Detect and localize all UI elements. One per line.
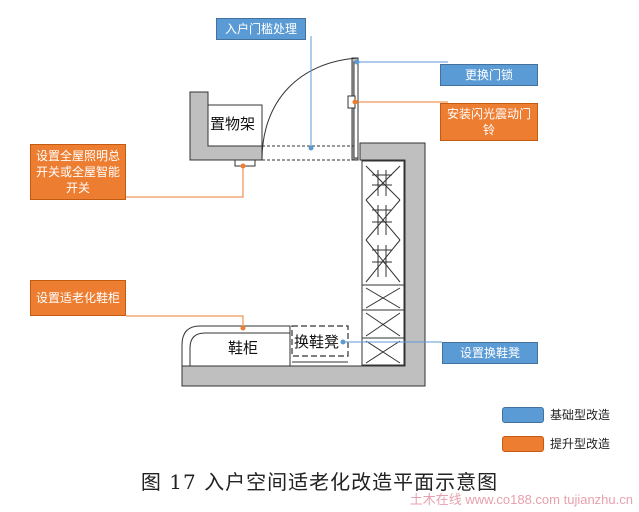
legend-label-basic: 基础型改造 <box>550 408 611 422</box>
storage-label: 置物架 <box>210 115 256 133</box>
door-swing <box>261 57 359 161</box>
callout-lock: 更换门锁 <box>440 64 538 86</box>
shoe-cabinet-label: 鞋柜 <box>228 339 259 357</box>
threshold <box>261 145 355 161</box>
shoe-bench <box>291 325 349 357</box>
leader-lines <box>126 36 448 345</box>
callout-bell: 安装闪光震动门铃 <box>440 103 538 141</box>
shoe-cabinet <box>181 325 291 367</box>
callout-bench: 设置换鞋凳 <box>442 342 538 364</box>
callout-shoe-cabinet: 设置适老化鞋柜 <box>30 280 126 316</box>
watermark: 土木在线 www.co188.com tujianzhu.cn <box>409 492 633 507</box>
tall-cabinet <box>361 160 405 366</box>
callout-threshold: 入户门槛处理 <box>216 18 306 40</box>
callout-lighting: 设置全屋照明总开关或全屋智能开关 <box>30 144 126 200</box>
legend-swatch-basic <box>502 407 544 423</box>
door-leaf <box>353 61 359 159</box>
legend-swatch-upgrade <box>502 436 544 452</box>
figure-caption: 图 17 入户空间适老化改造平面示意图 <box>140 470 499 494</box>
cabinet-pattern <box>365 165 401 364</box>
legend-label-upgrade: 提升型改造 <box>550 437 611 451</box>
bench-label: 换鞋凳 <box>294 333 340 351</box>
